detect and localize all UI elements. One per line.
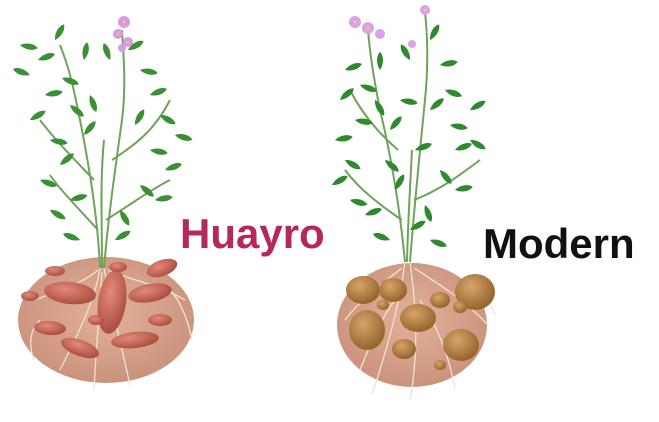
huayro-label: Huayro xyxy=(180,213,325,255)
huayro-stems xyxy=(40,30,170,268)
huayro-leaves xyxy=(12,23,193,243)
huayro-potato-plant-icon xyxy=(12,16,194,390)
modern-flowers xyxy=(349,5,430,48)
modern-stems xyxy=(345,12,480,262)
modern-potato-plant-icon xyxy=(331,5,496,400)
modern-label: Modern xyxy=(483,223,635,265)
